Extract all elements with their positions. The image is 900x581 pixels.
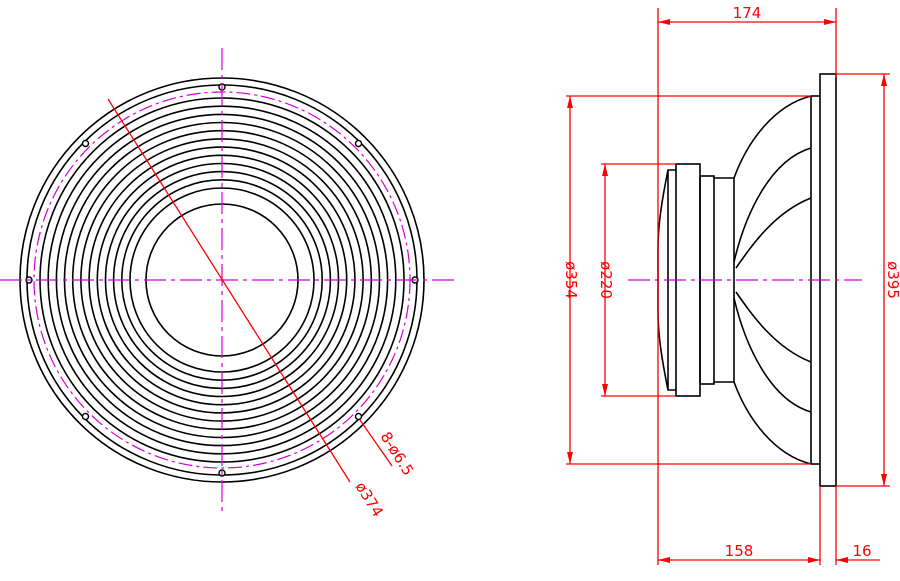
front-leaders [107,98,393,483]
basket-spoke [733,147,812,263]
front-centerlines [0,48,456,514]
mounting-hole [354,412,363,421]
dimension-arrows [567,19,887,563]
overall-depth-label: 174 [733,4,762,22]
flange-thickness-label: 16 [852,542,871,560]
cone-ring [96,154,348,406]
basket-spoke [735,291,812,363]
overall-diameter-label: ø395 [884,261,900,299]
basket-spoke [733,297,812,413]
magnet-diameter-label: ø220 [597,261,615,299]
side-dimensions [566,8,890,565]
basket-profile-top [733,95,812,179]
cone-diameter-label: ø354 [562,261,580,299]
mounting-hole [81,139,90,148]
mounting-hole [354,139,363,148]
mounting-hole [81,412,90,421]
basket-spoke [735,197,812,269]
frame-depth-label: 158 [725,542,754,560]
basket-profile-bottom [733,381,812,465]
diameter-leader [107,98,351,483]
hole-leader [359,419,393,467]
bolt-circle-callout: ø374 [352,479,387,521]
